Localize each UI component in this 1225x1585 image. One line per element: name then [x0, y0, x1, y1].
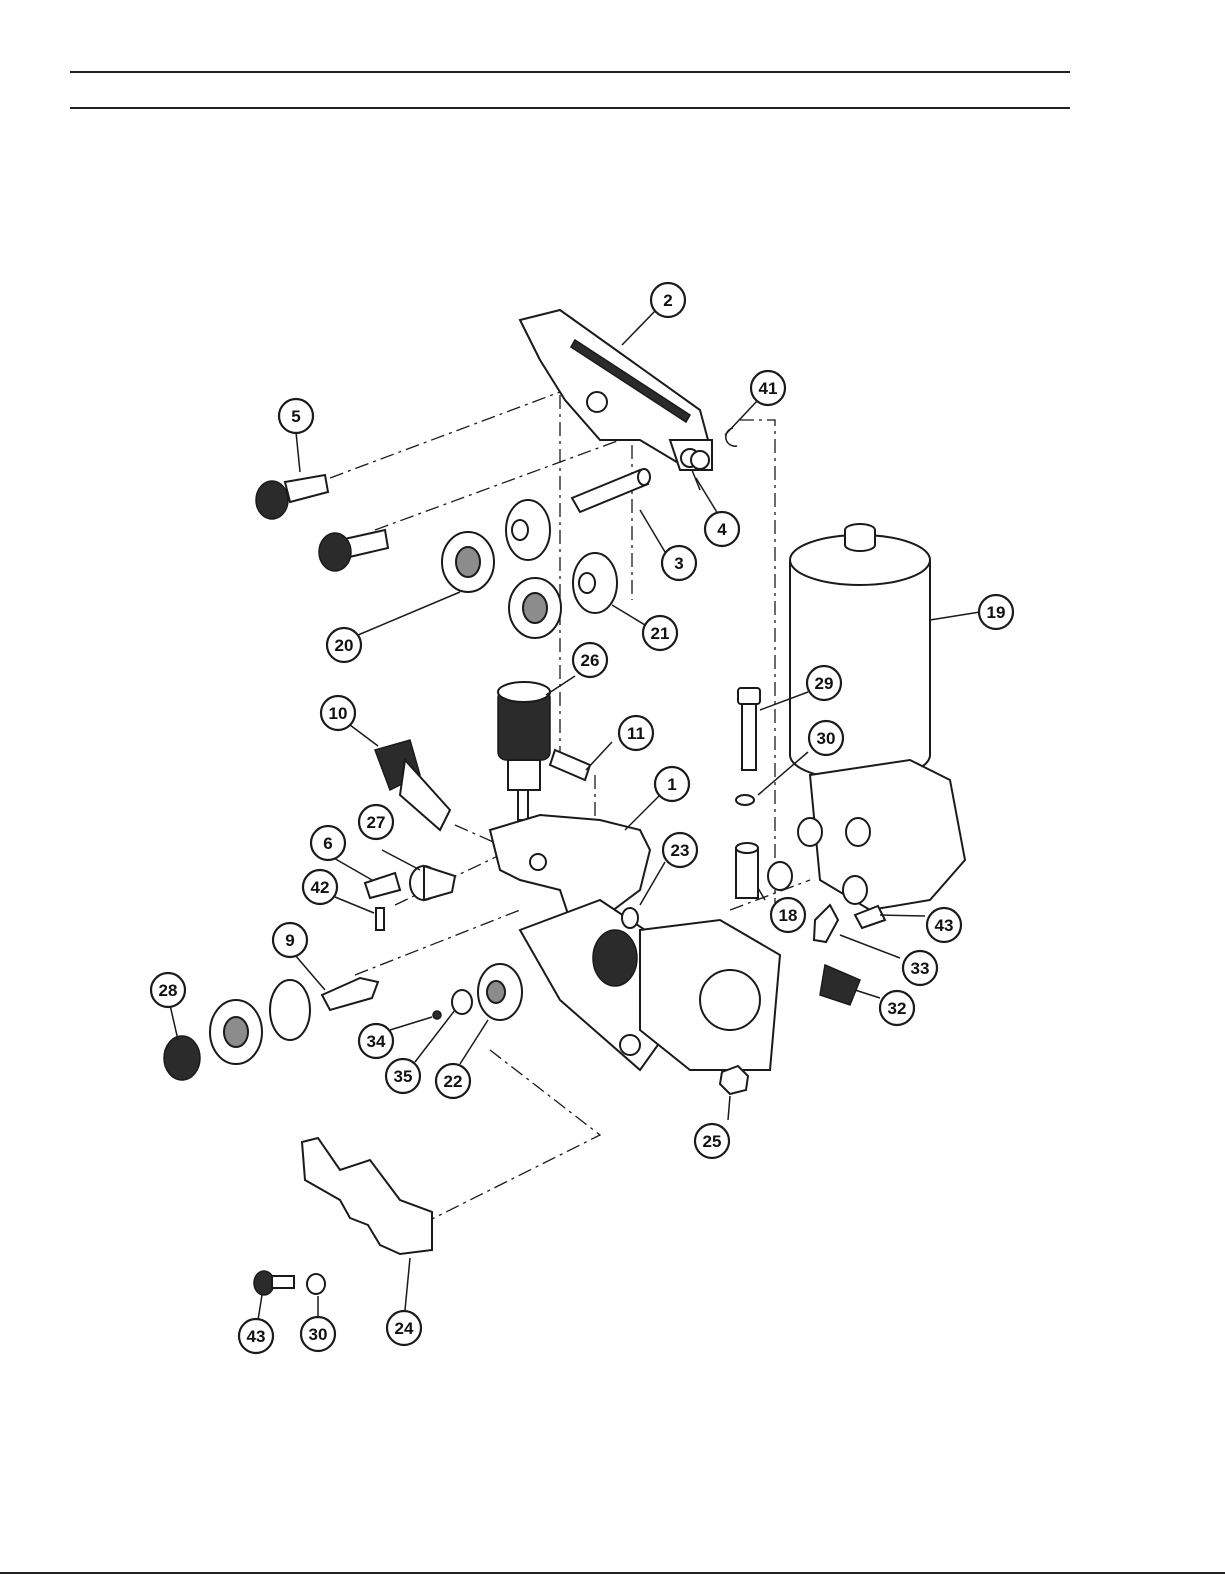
shaft-part-3 — [572, 469, 650, 512]
svg-text:5: 5 — [291, 407, 300, 426]
svg-text:41: 41 — [759, 379, 778, 398]
screw-part-34 — [433, 1011, 441, 1019]
callout-3: 3 — [662, 546, 696, 580]
washer-part-30 — [736, 795, 754, 805]
callout-28: 28 — [151, 973, 185, 1007]
svg-text:43: 43 — [247, 1327, 266, 1346]
drive-roll-part-21 — [509, 553, 617, 638]
svg-text:3: 3 — [674, 554, 683, 573]
svg-text:26: 26 — [581, 651, 600, 670]
brush-part-32 — [820, 965, 860, 1005]
screw-part-29 — [738, 688, 760, 770]
callout-18: 18 — [771, 898, 805, 932]
svg-text:9: 9 — [285, 931, 294, 950]
svg-text:32: 32 — [888, 999, 907, 1018]
knob-screw-part-5 — [256, 475, 388, 571]
svg-text:6: 6 — [323, 834, 332, 853]
spacer-part-18 — [736, 843, 758, 898]
svg-text:29: 29 — [815, 674, 834, 693]
callout-20: 20 — [327, 628, 361, 662]
screw-part-42 — [376, 908, 384, 930]
callout-1: 1 — [655, 767, 689, 801]
svg-text:28: 28 — [159, 981, 178, 1000]
callout-19: 19 — [979, 595, 1013, 629]
svg-text:4: 4 — [717, 520, 727, 539]
callout-30-cover: 30 — [301, 1317, 335, 1351]
callout-23: 23 — [663, 833, 697, 867]
drive-roll-on-shaft-9 — [210, 980, 310, 1064]
washer-part-30-cover — [307, 1274, 325, 1294]
callout-4: 4 — [705, 512, 739, 546]
svg-text:2: 2 — [663, 291, 672, 310]
callout-33: 33 — [903, 951, 937, 985]
cover-plate-part-24 — [302, 1138, 432, 1254]
svg-text:35: 35 — [394, 1067, 413, 1086]
svg-text:30: 30 — [817, 729, 836, 748]
knob-part-28 — [164, 1036, 200, 1080]
pin-part-11 — [550, 750, 590, 780]
svg-text:30: 30 — [309, 1325, 328, 1344]
callout-34: 34 — [359, 1024, 393, 1058]
svg-text:24: 24 — [395, 1319, 414, 1338]
wire-guide-housing — [640, 920, 780, 1070]
callout-10: 10 — [321, 696, 355, 730]
callout-2: 2 — [651, 283, 685, 317]
callout-30-motor: 30 — [809, 721, 843, 755]
tension-knob-part-26 — [498, 682, 550, 820]
clip-part-41 — [726, 428, 737, 446]
svg-text:34: 34 — [367, 1032, 386, 1051]
callout-27: 27 — [359, 805, 393, 839]
pin-part-6 — [365, 873, 400, 898]
callout-43-cover: 43 — [239, 1319, 273, 1353]
callout-24: 24 — [387, 1311, 421, 1345]
callout-29: 29 — [807, 666, 841, 700]
drive-gear-part-22 — [478, 964, 522, 1020]
svg-text:21: 21 — [651, 624, 670, 643]
svg-text:1: 1 — [667, 775, 676, 794]
terminal-lug-part-33 — [814, 905, 838, 942]
svg-text:43: 43 — [935, 916, 954, 935]
callout-9: 9 — [273, 923, 307, 957]
svg-text:42: 42 — [311, 878, 330, 897]
svg-text:23: 23 — [671, 841, 690, 860]
callout-5: 5 — [279, 399, 313, 433]
callout-35: 35 — [386, 1059, 420, 1093]
callout-25: 25 — [695, 1124, 729, 1158]
assembly-centerlines — [330, 392, 810, 1225]
svg-text:27: 27 — [367, 813, 386, 832]
callout-41: 41 — [751, 371, 785, 405]
svg-text:10: 10 — [329, 704, 348, 723]
svg-text:18: 18 — [779, 906, 798, 925]
callout-21: 21 — [643, 616, 677, 650]
svg-text:33: 33 — [911, 959, 930, 978]
screw-part-43-cover — [254, 1271, 294, 1295]
svg-text:22: 22 — [444, 1072, 463, 1091]
callout-6: 6 — [311, 826, 345, 860]
svg-text:19: 19 — [987, 603, 1006, 622]
callout-43-motor: 43 — [927, 908, 961, 942]
callout-22: 22 — [436, 1064, 470, 1098]
screw-part-43-motor — [855, 906, 885, 928]
callout-42: 42 — [303, 870, 337, 904]
callout-26: 26 — [573, 643, 607, 677]
motor-part-19 — [768, 524, 965, 910]
callout-11: 11 — [619, 716, 653, 750]
svg-text:25: 25 — [703, 1132, 722, 1151]
svg-text:20: 20 — [335, 636, 354, 655]
pressure-arm-part-2 — [520, 310, 712, 470]
svg-text:11: 11 — [627, 724, 645, 743]
guide-part-27 — [410, 866, 455, 900]
callout-32: 32 — [880, 991, 914, 1025]
shaft-part-9 — [322, 978, 378, 1010]
